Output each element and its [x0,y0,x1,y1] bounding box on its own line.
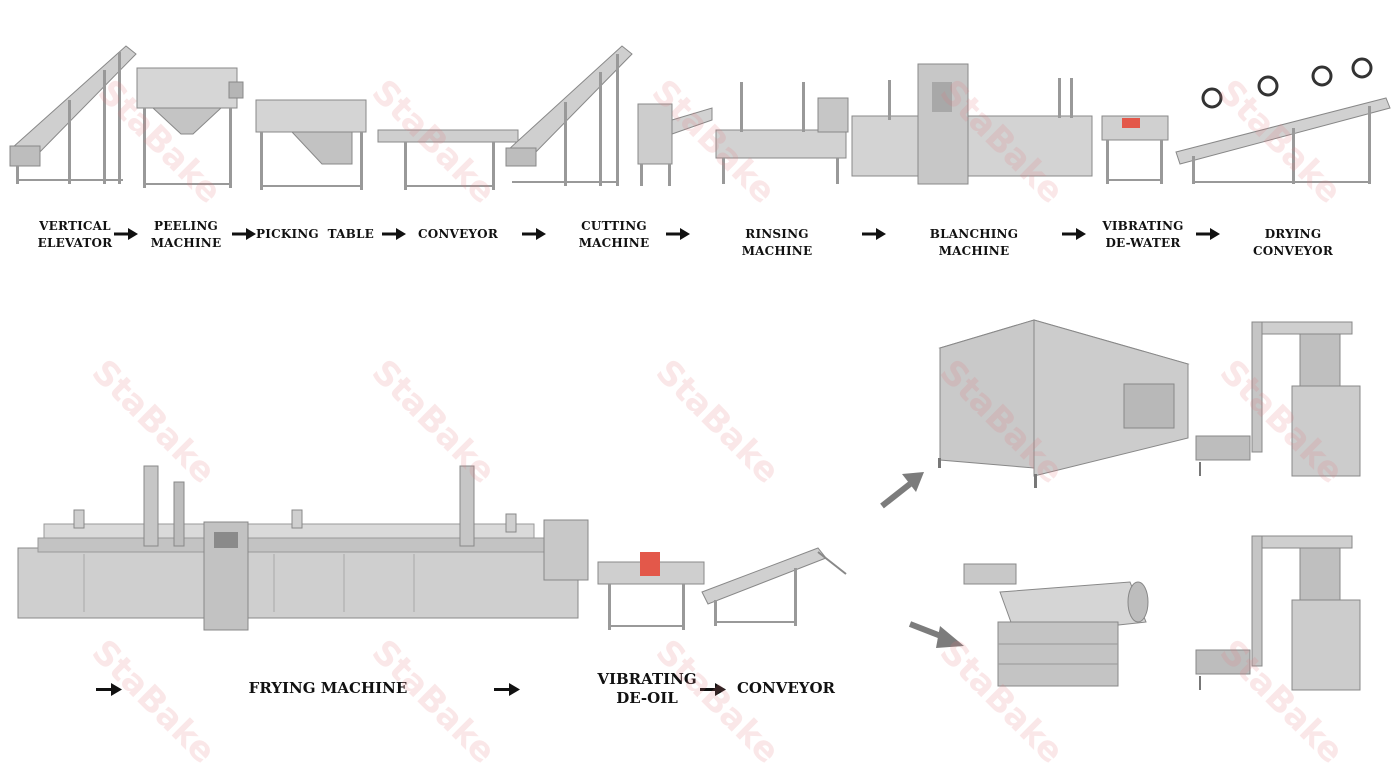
step-blanching-machine: BLANCHING MACHINE [929,227,1019,258]
arrow-right-icon [1196,228,1220,240]
watermark-text: StaBake [83,632,224,772]
step-picking-table: PICKING TABLE [256,227,374,241]
watermark-text: StaBake [363,632,504,772]
vibrating-de-water-machine [1101,115,1169,184]
frying-machine [17,465,589,631]
step-drying-conveyor: DRYING CONVEYOR [1252,227,1334,258]
cutting-elevator-machine [505,45,633,186]
seasoning-drum-machine [963,563,1149,687]
arrow-right-icon [862,228,886,240]
peeling-machine [136,67,244,188]
arrow-right-icon [494,683,520,696]
vibrating-de-oil-machine [597,552,705,630]
conveyor-machine [377,129,519,190]
arrow-right-icon [382,228,406,240]
watermark-text: StaBake [647,352,788,492]
arrow-right-icon [96,683,122,696]
step-conveyor: CONVEYOR [417,227,499,241]
cooling-tunnel-machine [938,319,1190,488]
arrow-right-icon [232,228,256,240]
drying-conveyor-machine [1175,57,1391,184]
diagonal-arrow-down-icon [908,621,964,648]
vertical-elevator-machine [9,45,137,184]
blanching-machine [851,63,1093,185]
step-rinsing-machine: RINSING MACHINE [741,227,813,258]
step-frying-machine: FRYING MACHINE [248,679,408,697]
packaging-machine-bottom [1195,535,1361,691]
cutting-machine [637,103,713,186]
arrow-right-icon [700,683,726,696]
picking-table-machine [255,99,367,190]
arrow-right-icon [1062,228,1086,240]
conveyor-incline-machine [701,547,847,626]
diagonal-arrow-up-icon [880,472,924,509]
arrow-right-icon [114,228,138,240]
packaging-machine-top [1195,321,1361,477]
arrow-right-icon [666,228,690,240]
step-conveyor-2: CONVEYOR [736,679,836,697]
arrow-right-icon [522,228,546,240]
rinsing-machine [715,82,849,184]
